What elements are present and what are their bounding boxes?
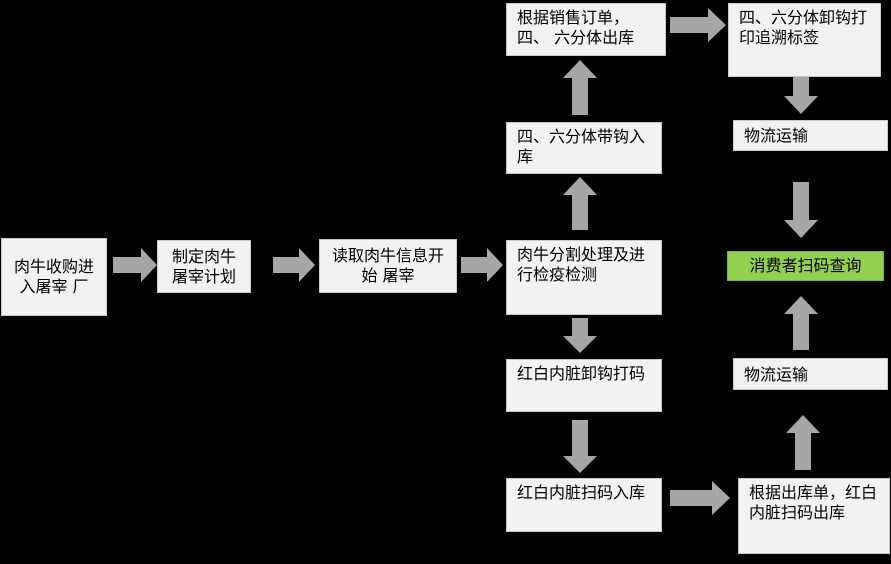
node-offal-outbound-label: 根据出库单，红白 内脏扫码出库 xyxy=(749,483,878,522)
arrow-n4-n5 xyxy=(563,177,597,230)
arrow-n4-n11 xyxy=(563,318,597,353)
node-offal-storage-label: 红白内脏扫码入库 xyxy=(517,483,646,502)
node-logistics-top-label: 物流运输 xyxy=(744,126,809,145)
node-offal-coding: 红白内脏卸钩打码 xyxy=(506,359,662,412)
node-slaughter-plan-label: 制定肉牛屠宰计划 xyxy=(171,246,236,286)
node-read-info: 读取肉牛信息开始 屠宰 xyxy=(319,239,457,293)
arrow-n12-n13 xyxy=(670,481,730,515)
node-consumer-scan-label: 消费者扫码查询 xyxy=(749,256,862,275)
arrow-n2-n3 xyxy=(273,248,315,282)
node-order-outbound: 根据销售订单，四、 六分体出库 xyxy=(506,3,666,56)
arrow-n7-n8 xyxy=(784,57,818,114)
node-read-info-label: 读取肉牛信息开始 屠宰 xyxy=(331,246,444,285)
node-quarter-storage-label: 四、六分体带钩入 库 xyxy=(517,127,646,166)
node-order-outbound-label: 根据销售订单，四、 六分体出库 xyxy=(517,8,635,47)
node-print-trace-label: 四、六分体卸钩打 印追溯标签 xyxy=(728,3,881,77)
node-offal-outbound: 根据出库单，红白 内脏扫码出库 xyxy=(738,478,890,554)
node-cattle-purchase: 肉牛收购进入屠宰 厂 xyxy=(1,238,107,316)
arrow-n13-n10 xyxy=(786,415,820,470)
node-logistics-bottom: 物流运输 xyxy=(733,358,888,390)
node-print-trace-label-text: 四、六分体卸钩打 印追溯标签 xyxy=(739,8,868,47)
node-offal-coding-label: 红白内脏卸钩打码 xyxy=(517,364,646,383)
node-cutting-inspection-label: 肉牛分割处理及进 行检疫检测 xyxy=(517,245,646,284)
arrow-n1-n2 xyxy=(113,248,157,282)
arrow-n10-n9 xyxy=(784,296,818,350)
arrow-n5-n6 xyxy=(563,60,597,115)
node-cutting-inspection: 肉牛分割处理及进 行检疫检测 xyxy=(506,240,662,315)
node-cattle-purchase-label: 肉牛收购进入屠宰 厂 xyxy=(13,257,94,296)
node-logistics-bottom-label: 物流运输 xyxy=(744,365,809,384)
node-slaughter-plan: 制定肉牛屠宰计划 xyxy=(157,240,251,293)
node-consumer-scan: 消费者扫码查询 xyxy=(727,251,884,281)
node-quarter-storage: 四、六分体带钩入 库 xyxy=(506,122,662,174)
node-offal-storage: 红白内脏扫码入库 xyxy=(506,478,662,532)
arrow-n6-n7 xyxy=(670,8,726,42)
arrow-n3-n4 xyxy=(461,248,503,282)
node-logistics-top: 物流运输 xyxy=(733,120,888,151)
arrow-n11-n12 xyxy=(563,420,597,473)
arrow-n8-n9 xyxy=(784,182,818,238)
